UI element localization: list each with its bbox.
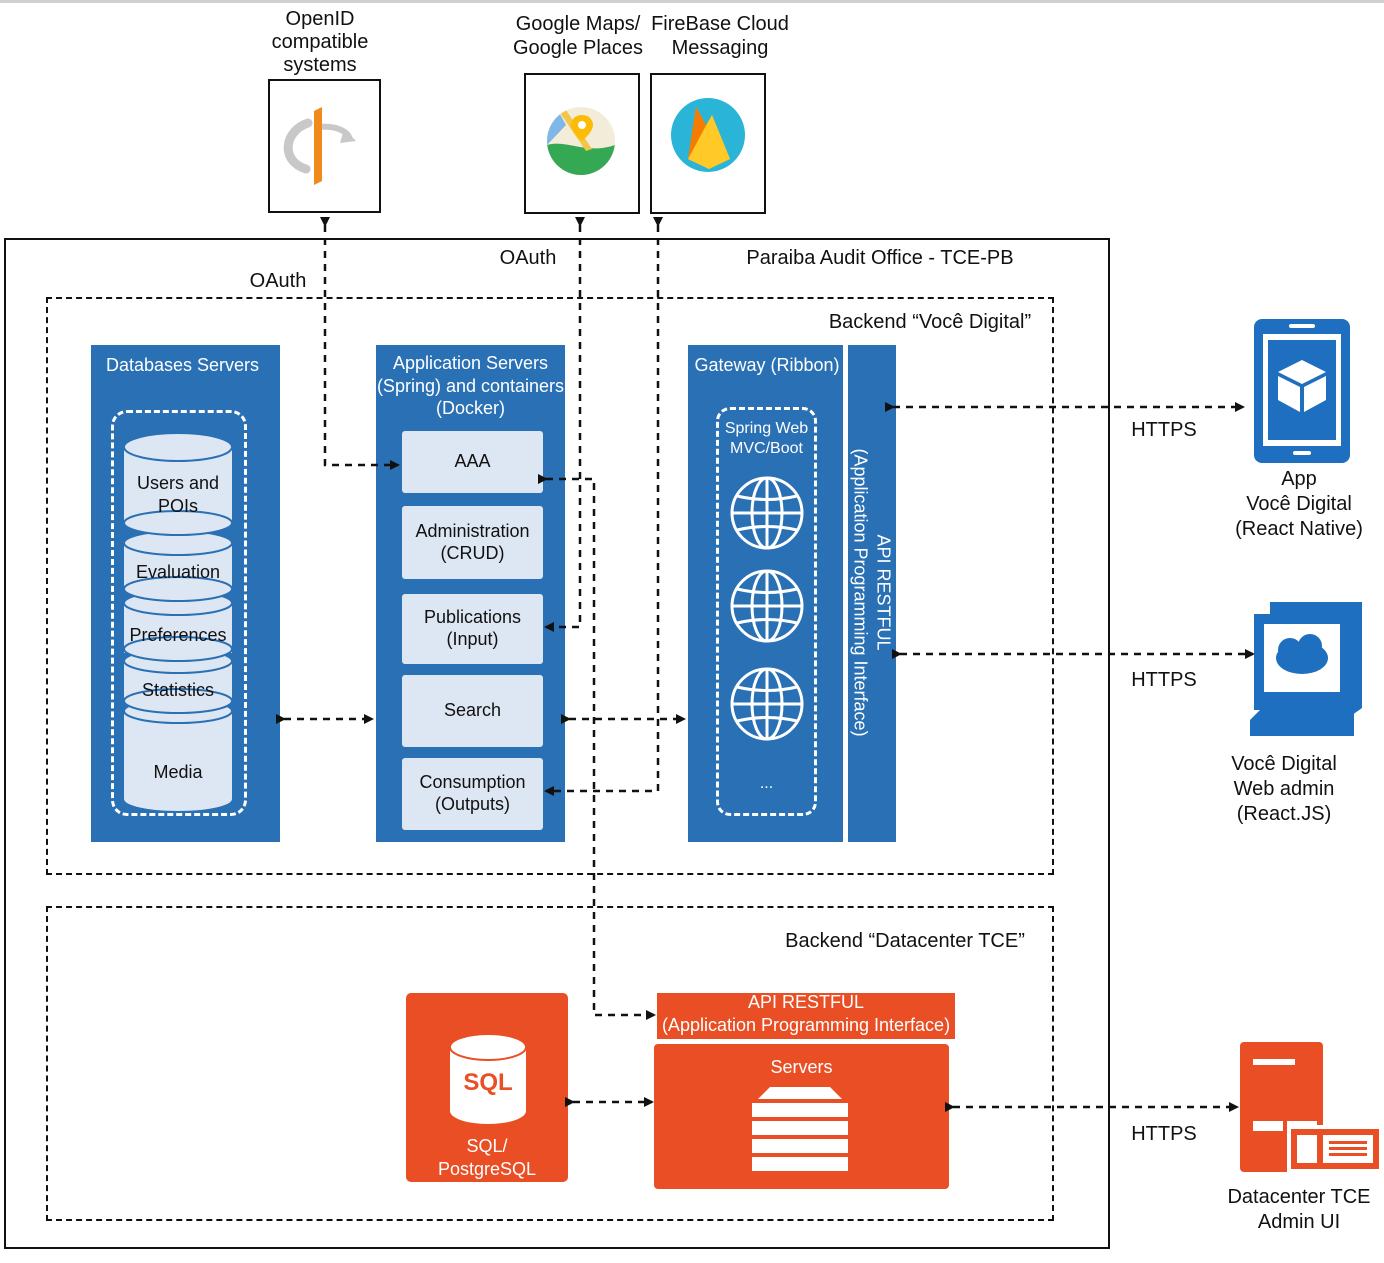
globe-icon [730, 476, 804, 550]
backend-voce-label: Backend “Você Digital” [828, 311, 1032, 333]
https-label-app: HTTPS [1131, 419, 1197, 441]
backend-datacenter-label: Backend “Datacenter TCE” [785, 930, 1025, 952]
globe-icon [730, 667, 804, 741]
db-statistics: Statistics [141, 680, 215, 700]
openid-label: OpenID compatible systems [271, 8, 369, 76]
databases-dashed-group [111, 410, 247, 816]
datacenter-servers-label: Servers [770, 1057, 833, 1077]
db-media: Media [153, 762, 203, 782]
firebase-icon [671, 98, 745, 172]
server-stack-icon [752, 1087, 848, 1171]
db-users-pois: Users and POIs [136, 473, 220, 516]
firebase-label: FireBase Cloud Messaging [651, 13, 789, 59]
connector-maps-publications [544, 217, 585, 632]
google-maps-label: Google Maps/ Google Places [512, 13, 644, 59]
office-label: Paraiba Audit Office - TCE-PB [746, 247, 1014, 269]
oauth-left-label: OAuth [249, 270, 307, 292]
sql-icon-text: SQL [463, 1069, 513, 1096]
app-search-label: Search [443, 700, 502, 721]
app-publications: Publications (Input) [402, 594, 543, 664]
openid-icon [283, 107, 356, 185]
gateway-title: Gateway (Ribbon) [694, 355, 840, 375]
app-administration-label: Administration (CRUD) [415, 520, 530, 563]
connector-openid-aaa [320, 217, 400, 470]
client-web-label: Você Digital Web admin (React.JS) [1231, 753, 1337, 825]
app-consumption-label: Consumption (Outputs) [419, 772, 526, 814]
globe-icons [730, 476, 804, 741]
app-administration: Administration (CRUD) [402, 506, 543, 579]
client-datacenter-ui-label: Datacenter TCE Admin UI [1227, 1186, 1371, 1233]
app-publications-label: Publications (Input) [423, 607, 522, 649]
web-admin-icon[interactable] [1250, 600, 1362, 746]
openid-box [268, 79, 381, 213]
sql-database-icon [449, 1033, 527, 1124]
globe-icon [730, 569, 804, 643]
gateway-dashed-group [716, 407, 817, 816]
app-servers-title: Application Servers (Spring) and contain… [376, 353, 565, 418]
firebase-box [650, 73, 766, 214]
database-cylinders [123, 432, 233, 811]
datacenter-api-label: API RESTFUL (Application Programming Int… [661, 992, 951, 1035]
oauth-top-label: OAuth [499, 247, 557, 269]
gateway-ellipsis: ... [759, 775, 774, 792]
client-app-label: App Você Digital (React Native) [1235, 468, 1363, 540]
app-aaa-label: AAA [454, 451, 491, 472]
https-label-datacenter: HTTPS [1131, 1123, 1197, 1145]
spring-web-label: Spring Web MVC/Boot [724, 420, 809, 457]
connector-aaa-datacenter [538, 474, 656, 1020]
mobile-app-icon[interactable] [1253, 318, 1351, 464]
api-restful-bar [848, 345, 896, 842]
datacenter-ui-icon[interactable] [1239, 1041, 1384, 1175]
app-consumption: Consumption (Outputs) [402, 758, 543, 830]
https-label-web: HTTPS [1131, 669, 1197, 691]
connector-overlay [276, 217, 1255, 1112]
datacenter-api-bar [657, 993, 955, 1039]
google-maps-icon [547, 107, 615, 175]
connector-firebase-consumption [544, 217, 663, 796]
db-evaluation: Evaluation [135, 562, 221, 582]
sql-label: SQL/ PostgreSQL [437, 1136, 537, 1179]
app-search: Search [402, 675, 543, 747]
google-maps-box [524, 73, 640, 214]
app-aaa: AAA [402, 431, 543, 493]
databases-title: Databases Servers [105, 355, 260, 375]
db-preferences: Preferences [129, 625, 227, 645]
